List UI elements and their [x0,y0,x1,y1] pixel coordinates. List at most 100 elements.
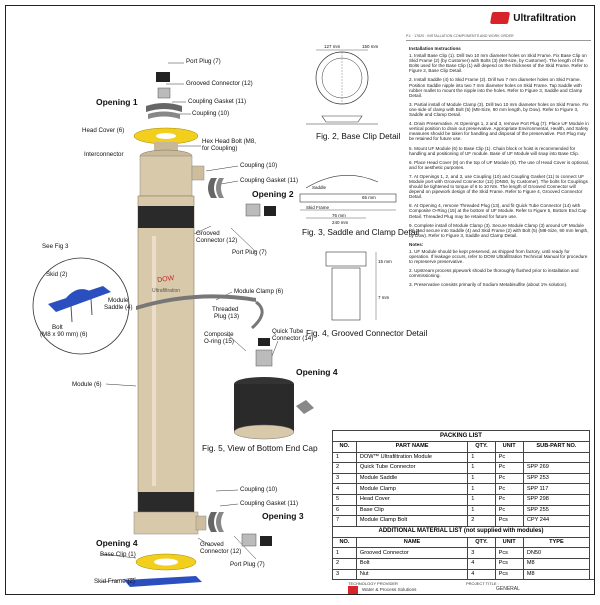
label-bolt-2: (M8 x 90 mm) (6) [40,331,88,338]
svg-text:DOW: DOW [157,275,175,284]
label-coupling-bot: Coupling (10) [240,486,278,493]
packing-list-table: PACKING LIST NO. PART NAME QTY. UNIT SUB… [332,430,591,581]
label-module-saddle-2: Saddle (4) [104,304,133,311]
title-block: TECHNOLOGY PROVIDER Water & Process Solu… [346,579,594,594]
label-opening4-right: Opening 4 [296,367,338,377]
cell: DOW™ Ultrafiltration Module [355,451,469,464]
label-composite-oring-2: O-ring (15) [204,338,234,345]
fig2-base-clip-drawing [306,49,378,125]
brand-logo: Ultrafiltration [490,12,576,24]
coupling-bot-part [208,512,224,532]
label-coupling-mid: Coupling (10) [240,162,278,169]
cell: Pcs [494,515,524,527]
notes-heading: Notes: [409,241,424,247]
dim-15: 15 mm [378,259,392,264]
col-header: SUB-PART NO. [522,441,591,453]
saddle-inset-circle [32,257,130,355]
instruction-step: 1. Install Base Clip (1). Drill two 10 m… [409,53,588,74]
label-saddle-small: Saddle [312,185,327,190]
col-header: UNIT [494,536,524,549]
cell: Pc [494,493,524,506]
packing-list-title: PACKING LIST [332,430,590,442]
label-quick-tube-2: Connector (14) [272,335,314,342]
cell: SPP 117 [522,483,591,495]
instruction-step: 9. Complete install of Module Clamp (3).… [409,222,589,238]
port-plug-mid-part [264,206,276,216]
drawing-sheet: Ultrafiltration P.1 · 17820 · INSTALLATI… [5,5,595,595]
dim-76: 76 mm [332,213,346,218]
cell [522,451,591,464]
cell: 6 [332,504,357,517]
instruction-step: 5. Mount UF Module (6) to Base Clip (1).… [409,145,580,156]
cell: 1 [467,504,496,517]
cell: Pc [494,462,524,474]
col-header: QTY. [467,536,496,549]
label-quick-tube: Quick Tube [272,328,304,335]
note-item: 2. Upstream process pipework should be t… [409,268,579,279]
cell: 4 [332,483,357,495]
col-header: PART NAME [355,441,469,453]
label-grooved-connector-bot: Grooved [200,541,224,548]
fig4-title: Fig. 4, Grooved Connector Detail [306,328,428,338]
footer-provider-label: TECHNOLOGY PROVIDER [348,581,398,586]
label-module: Module (6) [72,381,102,388]
skid-frame-bottom-part [124,576,202,587]
label-threaded-plug: Threaded [212,306,239,313]
cell: 5 [332,493,357,506]
label-coupling-top: Coupling (10) [192,110,230,117]
instructions-heading: Installation Instructions [409,46,461,51]
cell: Bolt [355,557,469,570]
cell: SPP 253 [522,472,591,485]
additional-list-header: NO. NAME QTY. UNIT TYPE [332,536,591,549]
cell: Base Clip [355,504,469,517]
label-grooved-connector-mid: Grooved [196,230,220,237]
note-item: 1. UF Module should be kept preserved, a… [409,249,588,265]
label-skid: Skid (2) [46,271,68,278]
label-opening2: Opening 2 [252,189,294,199]
label-skid-frame: Skid Frame (2) [94,578,135,585]
cell: 4 [467,557,496,570]
instruction-step: 4. Drain Preservative. At Openings 1, 2 … [409,121,589,142]
cell: Grooved Connector [355,547,469,559]
cell: 1 [332,547,357,559]
cell: DN50 [522,547,591,559]
dim-240: 240 mm [332,220,349,225]
header-strip: P.1 · 17820 · INSTALLATION COMPONENTS AN… [406,34,591,41]
grooved-connector-mid-part [245,203,261,217]
label-composite-oring: Composite [204,331,234,338]
logo-text: Ultrafiltration [513,12,576,24]
label-module-saddle: Module [108,297,129,304]
dim-150: 150 mm [362,44,379,49]
coupling-mid-part [208,178,224,198]
col-header: NO. [332,441,357,453]
footer-project: GENERAL [496,586,520,592]
cell: Head Cover [355,493,469,506]
installation-instructions: Installation Instructions 1. Install Bas… [409,46,589,292]
cell: 1 [332,451,357,464]
grooved-connector-top-part [157,87,171,99]
label-hex-bolt-2: for Coupling) [202,145,238,152]
cell: 7 [332,515,357,527]
label-port-plug-bot: Port Plug (7) [230,561,265,568]
label-grooved-connector-bot-2: Connector (12) [200,548,242,555]
instruction-step: 6. Place Head Cover (8) on the top of UF… [409,159,589,170]
label-opening1: Opening 1 [96,97,138,107]
col-header: TYPE [522,536,591,549]
fig4-grooved-connector-drawing [325,251,377,321]
col-header: NAME [355,536,469,549]
instruction-step: 8. At Opening 4, remove Threaded Plug (1… [409,203,587,219]
label-base-clip: Base Clip (1) [100,551,136,558]
cell: Pc [494,504,524,517]
fig5-title: Fig. 5, View of Bottom End Cap [202,443,318,453]
packing-list-header: NO. PART NAME QTY. UNIT SUB-PART NO. [332,441,591,453]
label-port-plug-top: Port Plug (7) [186,58,221,65]
label-port-plug-mid: Port Plug (7) [232,249,267,256]
dow-diamond-icon [490,12,511,24]
